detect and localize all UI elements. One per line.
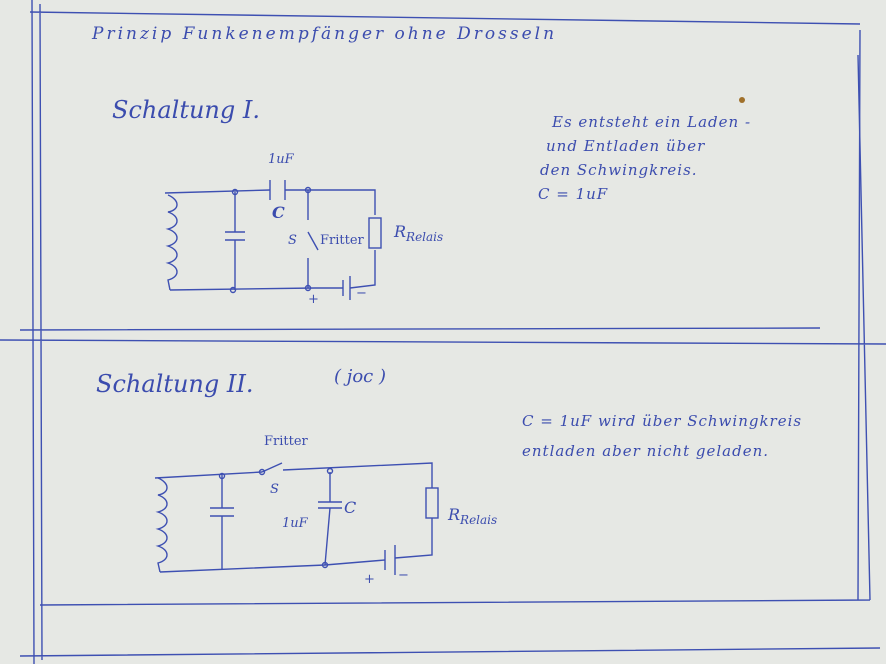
c1-cap-label: C <box>272 203 285 222</box>
c1-fritter-label: Fritter <box>320 233 364 248</box>
circuit-2-schematic <box>154 462 439 575</box>
c1-cap-value: 1uF <box>268 152 294 167</box>
circuit-2-heading: Schaltung II. <box>96 370 254 398</box>
page-title: Prinzip Funkenempfänger ohne Drosseln <box>92 24 558 44</box>
c1-switch-label: S <box>288 233 297 248</box>
circuit-1-schematic <box>164 180 382 300</box>
c2-minus: − <box>398 568 409 583</box>
c1-plus: + <box>308 292 319 307</box>
c1-notes: Es entsteht ein Laden - und Entladen übe… <box>538 113 752 203</box>
c1-resistor-label: RRelais <box>394 222 444 245</box>
ink-spot <box>739 97 745 103</box>
frame-line <box>0 3 886 661</box>
c2-switch-label: S <box>270 482 279 497</box>
c2-fritter-label: Fritter <box>264 434 308 449</box>
circuit-1-heading: Schaltung I. <box>112 96 260 124</box>
c2-cap-label: C <box>344 498 357 517</box>
frame-line-outer <box>31 0 861 664</box>
circuit-2-remark: ( joc ) <box>334 366 386 387</box>
c2-notes: C = 1uF wird über Schwingkreis entladen … <box>522 412 803 460</box>
c2-resistor-label: RRelais <box>448 505 498 528</box>
c2-plus: + <box>364 572 375 587</box>
c2-cap-value: 1uF <box>282 516 308 531</box>
c1-minus: − <box>356 286 367 301</box>
